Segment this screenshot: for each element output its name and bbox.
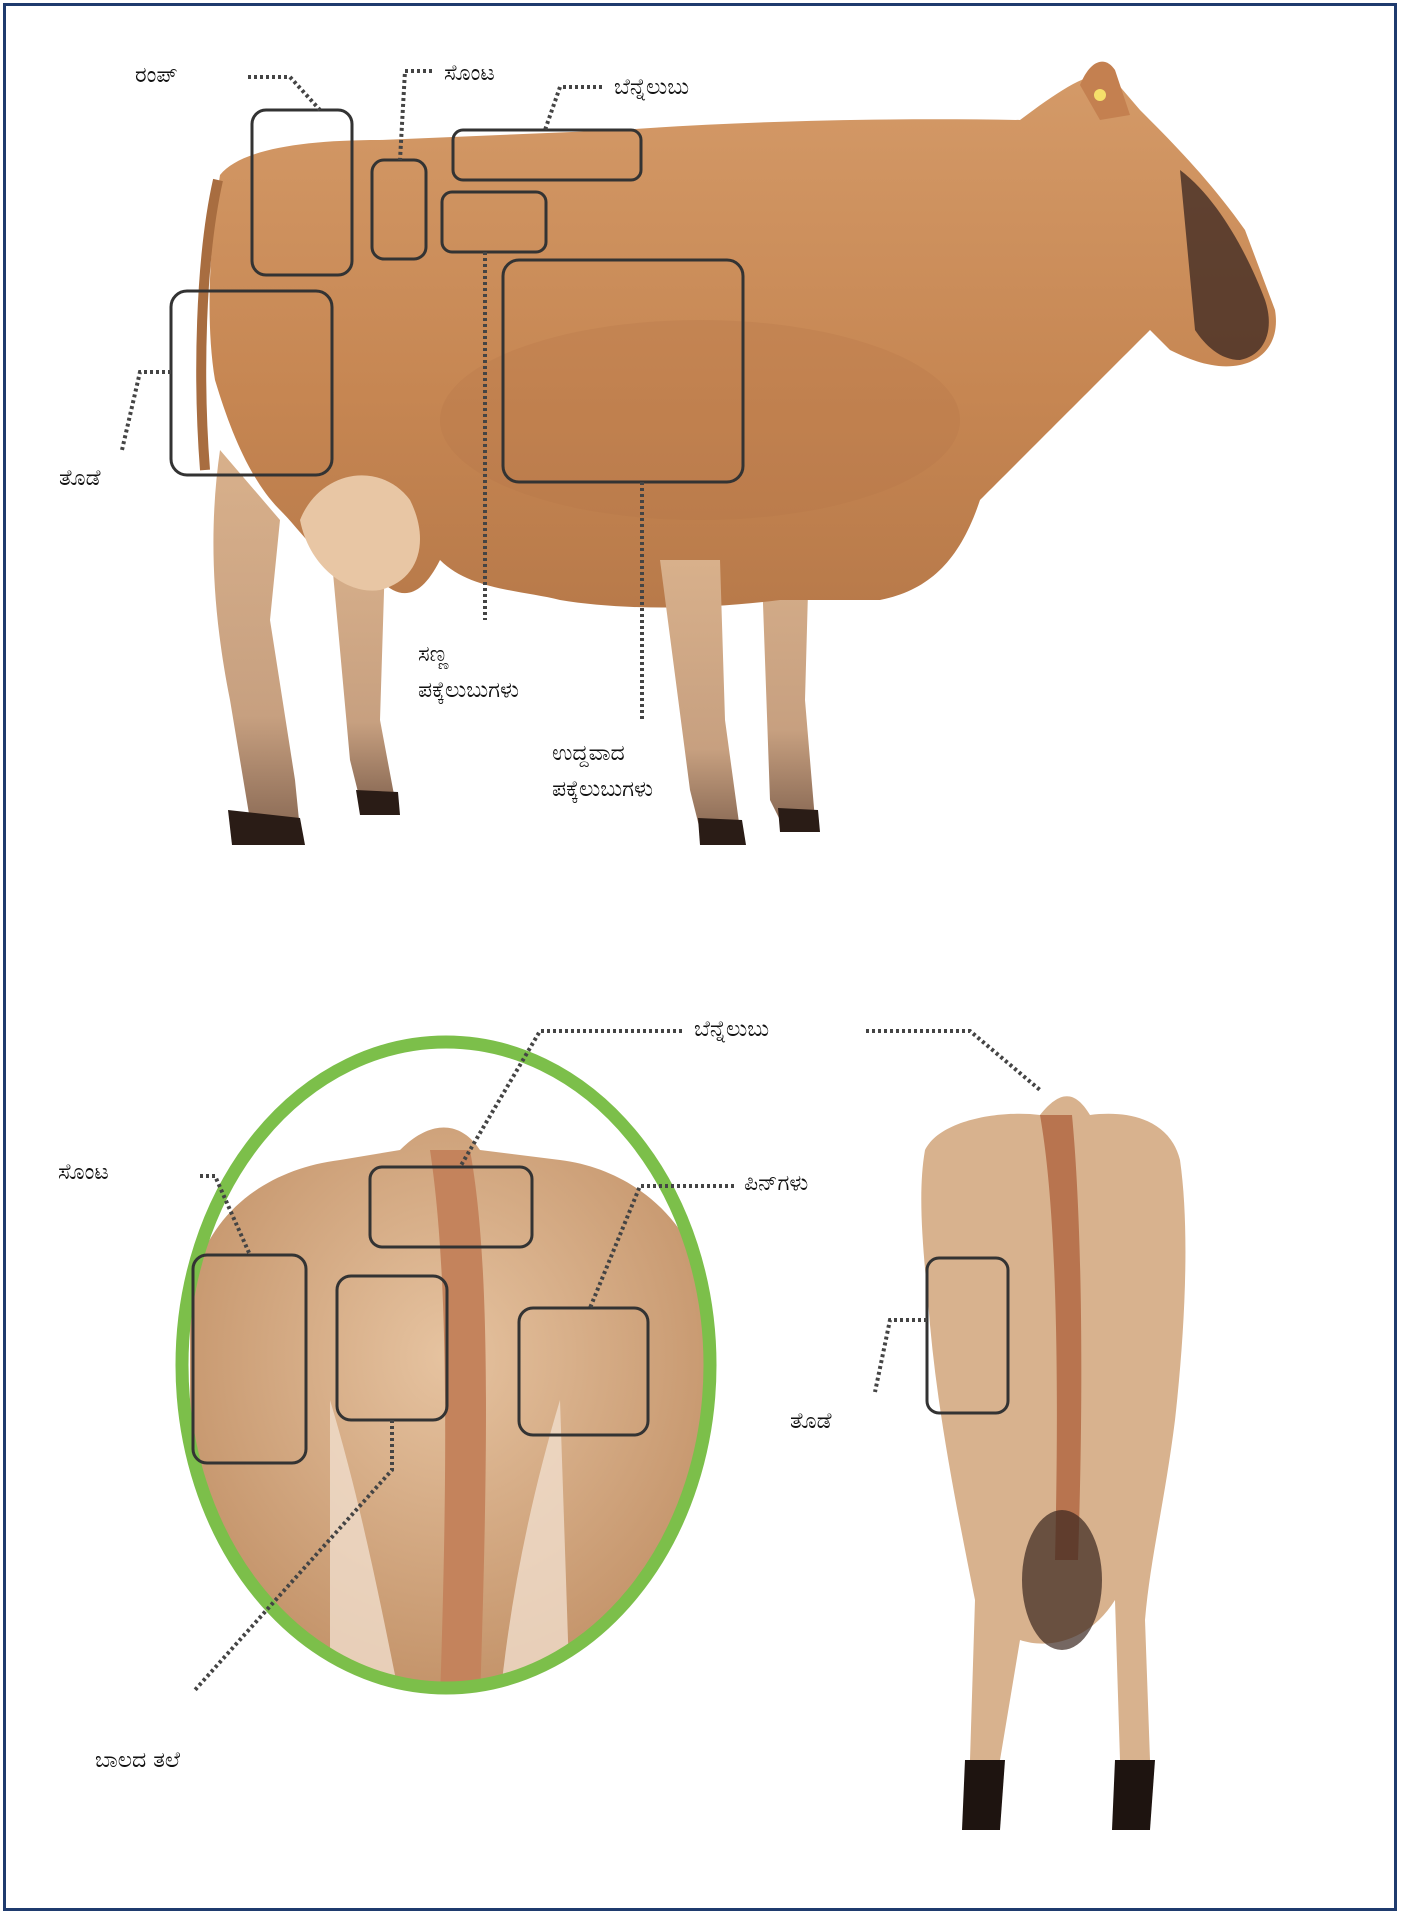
label-tail-head: ಬಾಲದ ತಲೆ <box>95 1743 180 1779</box>
backbone-leader-right <box>866 1031 1040 1090</box>
rear-view-udder <box>1022 1510 1102 1650</box>
label-rear-hip: ಸೊಂಟ <box>58 1155 109 1191</box>
label-rump: ರಂಪ್ <box>135 58 178 94</box>
label-hip: ಸೊಂಟ <box>444 56 495 92</box>
side-view-cow <box>201 62 1276 845</box>
hoof <box>778 808 820 832</box>
hoof <box>1112 1760 1155 1830</box>
thigh-leader <box>122 372 171 450</box>
flank-shade <box>440 320 960 520</box>
label-rear-backbone: ಬೆನ್ನೆಲುಬು <box>694 1012 769 1048</box>
label-rear-thigh: ತೊಡೆ <box>790 1404 831 1440</box>
hoof <box>698 818 746 845</box>
label-short-ribs-line1: ಸಣ್ಣ <box>418 637 448 673</box>
label-pins: ಪಿನ್‌ಗಳು <box>744 1166 808 1202</box>
rear-view-cow <box>921 1096 1185 1830</box>
label-long-ribs-line2: ಪಕ್ಕೆಲುಬುಗಳು <box>552 772 653 808</box>
thigh-leader-rear <box>875 1320 927 1392</box>
ear-tag <box>1094 89 1106 101</box>
backbone-leader <box>545 87 602 130</box>
rear-closeup <box>180 1040 720 1700</box>
label-short-ribs-line2: ಪಕ್ಕೆಲುಬುಗಳು <box>418 673 519 709</box>
hoof <box>356 790 400 815</box>
label-long-ribs-line1: ಉದ್ದವಾದ <box>552 736 625 772</box>
hoof <box>962 1760 1005 1830</box>
label-backbone: ಬೆನ್ನೆಲುಬು <box>614 70 689 106</box>
label-thigh: ತೊಡೆ <box>59 461 100 497</box>
rump-leader <box>248 77 320 110</box>
